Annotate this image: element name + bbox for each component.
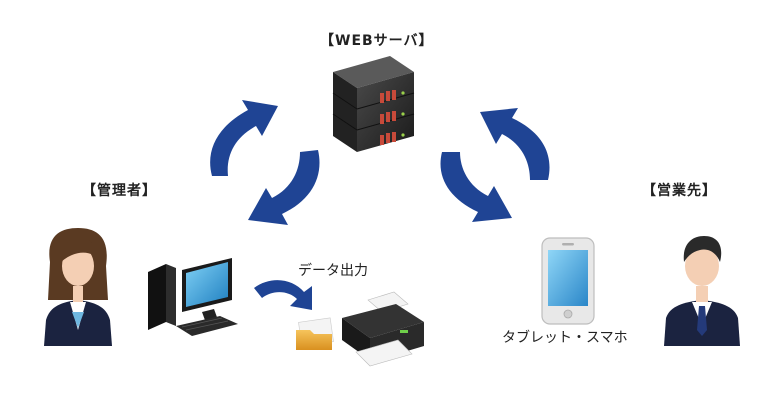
female-admin-icon (44, 228, 112, 346)
admin-label: 【管理者】 (82, 183, 157, 199)
arrow-server-to-sales (440, 152, 512, 222)
male-sales-icon (664, 236, 740, 346)
arrow-data-output (254, 280, 312, 310)
arrow-server-to-admin (248, 150, 320, 225)
server-rack-icon (332, 56, 415, 152)
server-label: 【WEBサーバ】 (320, 33, 434, 49)
desktop-pc-icon (148, 258, 238, 336)
folder-icon (296, 317, 334, 350)
printer-icon (342, 291, 424, 367)
arrow-admin-to-server (210, 100, 278, 176)
sales-label: 【営業先】 (642, 183, 717, 199)
arrow-sales-to-server (480, 108, 550, 180)
smartphone-icon (541, 237, 595, 325)
data-output-label: データ出力 (298, 263, 368, 279)
tablet-phone-label: タブレット・スマホ (502, 330, 628, 346)
